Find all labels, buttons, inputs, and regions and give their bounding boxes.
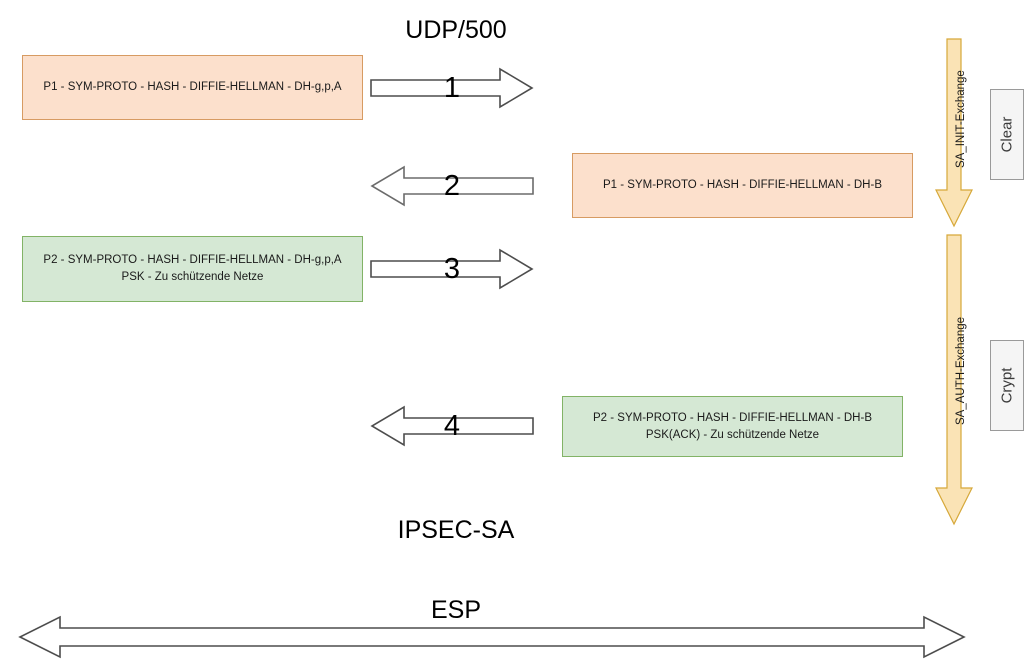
esp-bidirectional-arrow xyxy=(18,614,966,660)
flow-arrow-1: 1 xyxy=(370,67,534,109)
message-box-1-line-1: P1 - SYM-PROTO - HASH - DIFFIE-HELLMAN -… xyxy=(43,81,342,93)
exchange-arrow-sa-auth xyxy=(934,234,974,526)
title-esp: ESP xyxy=(430,596,482,624)
mode-box-clear: Clear xyxy=(990,89,1024,180)
exchange-label-sa-init: SA_INIT-Exchange xyxy=(955,70,967,168)
flow-arrow-1-number: 1 xyxy=(443,71,461,104)
message-box-3: P2 - SYM-PROTO - HASH - DIFFIE-HELLMAN -… xyxy=(22,236,363,302)
title-ipsec-sa: IPSEC-SA xyxy=(397,516,515,544)
flow-arrow-2-number: 2 xyxy=(443,169,461,202)
message-box-4-line-1: P2 - SYM-PROTO - HASH - DIFFIE-HELLMAN -… xyxy=(592,411,872,424)
exchange-arrow-sa-init xyxy=(934,38,974,228)
message-box-3-line-1: P2 - SYM-PROTO - HASH - DIFFIE-HELLMAN -… xyxy=(43,254,342,266)
message-box-1: P1 - SYM-PROTO - HASH - DIFFIE-HELLMAN -… xyxy=(22,55,363,120)
flow-arrow-2: 2 xyxy=(370,165,534,207)
message-box-2: P1 - SYM-PROTO - HASH - DIFFIE-HELLMAN -… xyxy=(572,153,913,218)
message-box-3-line-2: PSK - Zu schützende Netze xyxy=(121,271,264,283)
mode-box-crypt: Crypt xyxy=(990,340,1024,431)
flow-arrow-4: 4 xyxy=(370,405,534,447)
exchange-label-sa-auth: SA_AUTH-Exchange xyxy=(955,316,967,425)
flow-arrow-4-number: 4 xyxy=(443,409,461,442)
message-box-4-line-2: PSK(ACK) - Zu schützende Netze xyxy=(645,428,820,441)
title-udp-500: UDP/500 xyxy=(405,16,507,44)
message-box-1-text: P1 - SYM-PROTO - HASH - DIFFIE-HELLMAN -… xyxy=(43,79,341,96)
mode-box-crypt-label: Crypt xyxy=(998,367,1016,404)
message-box-2-line-1: P1 - SYM-PROTO - HASH - DIFFIE-HELLMAN -… xyxy=(602,179,882,191)
flow-arrow-3-number: 3 xyxy=(443,252,461,285)
flow-arrow-3: 3 xyxy=(370,248,534,290)
message-box-4-text: P2 - SYM-PROTO - HASH - DIFFIE-HELLMAN -… xyxy=(593,410,872,444)
message-box-2-text: P1 - SYM-PROTO - HASH - DIFFIE-HELLMAN -… xyxy=(603,177,882,194)
mode-box-clear-label: Clear xyxy=(998,116,1016,153)
message-box-3-text: P2 - SYM-PROTO - HASH - DIFFIE-HELLMAN -… xyxy=(43,252,341,286)
message-box-4: P2 - SYM-PROTO - HASH - DIFFIE-HELLMAN -… xyxy=(562,396,903,457)
